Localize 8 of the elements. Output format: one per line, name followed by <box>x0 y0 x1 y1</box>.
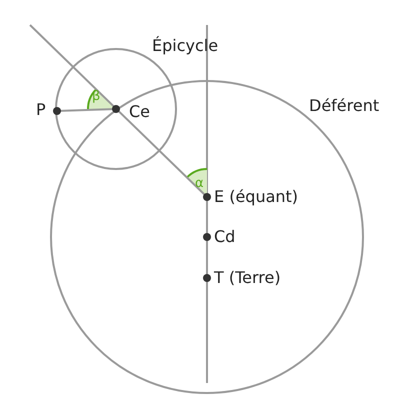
curve-label: Déférent <box>309 98 380 114</box>
point-label: E (équant) <box>214 189 298 205</box>
curve-label: Épicycle <box>152 38 218 54</box>
point-label: P <box>36 102 46 118</box>
angle-label: α <box>195 177 204 190</box>
point-label: T (Terre) <box>214 270 281 286</box>
point-label: Ce <box>129 104 150 120</box>
point-label: Cd <box>214 229 236 245</box>
